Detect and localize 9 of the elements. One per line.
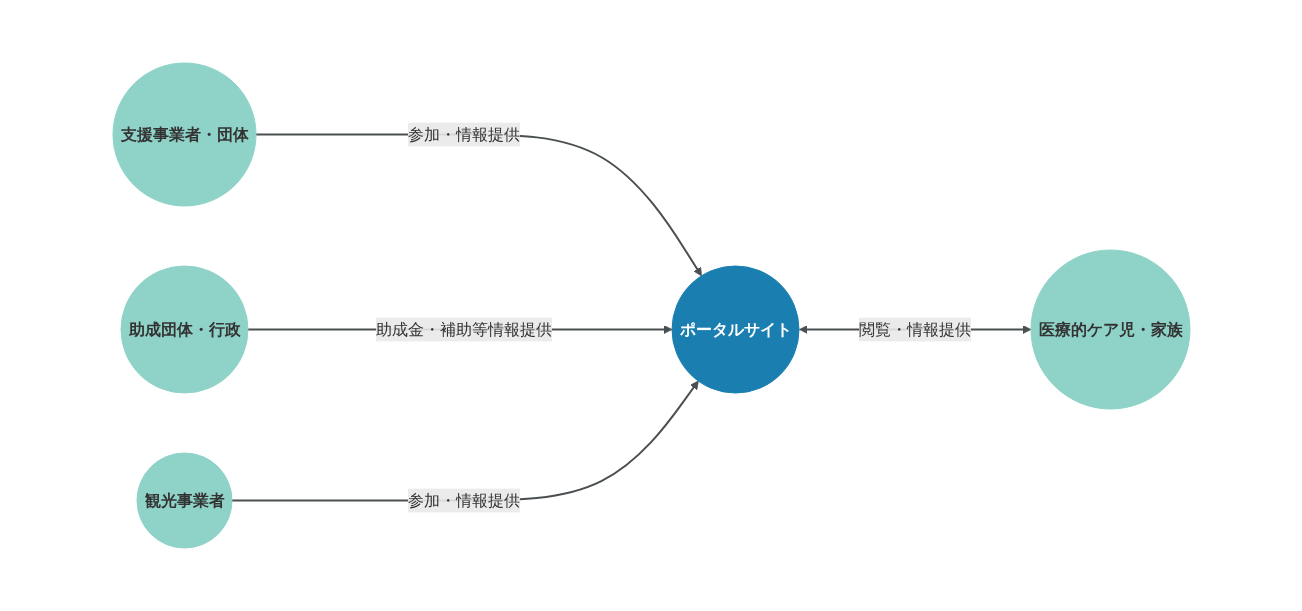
- edge-label: 参加・情報提供: [407, 124, 520, 144]
- node-circle: 観光事業者: [136, 452, 232, 549]
- node-circle: 医療的ケア児・家族: [1030, 249, 1190, 410]
- edge-label: 閲覧・情報提供: [858, 319, 971, 339]
- edge-label: 助成金・補助等情報提供: [375, 319, 552, 339]
- edge-label: 参加・情報提供: [407, 490, 520, 510]
- node-circle: 助成団体・行政: [120, 265, 248, 394]
- node-circle: 支援事業者・団体: [112, 62, 256, 207]
- node-circle: ポータルサイト: [671, 265, 799, 394]
